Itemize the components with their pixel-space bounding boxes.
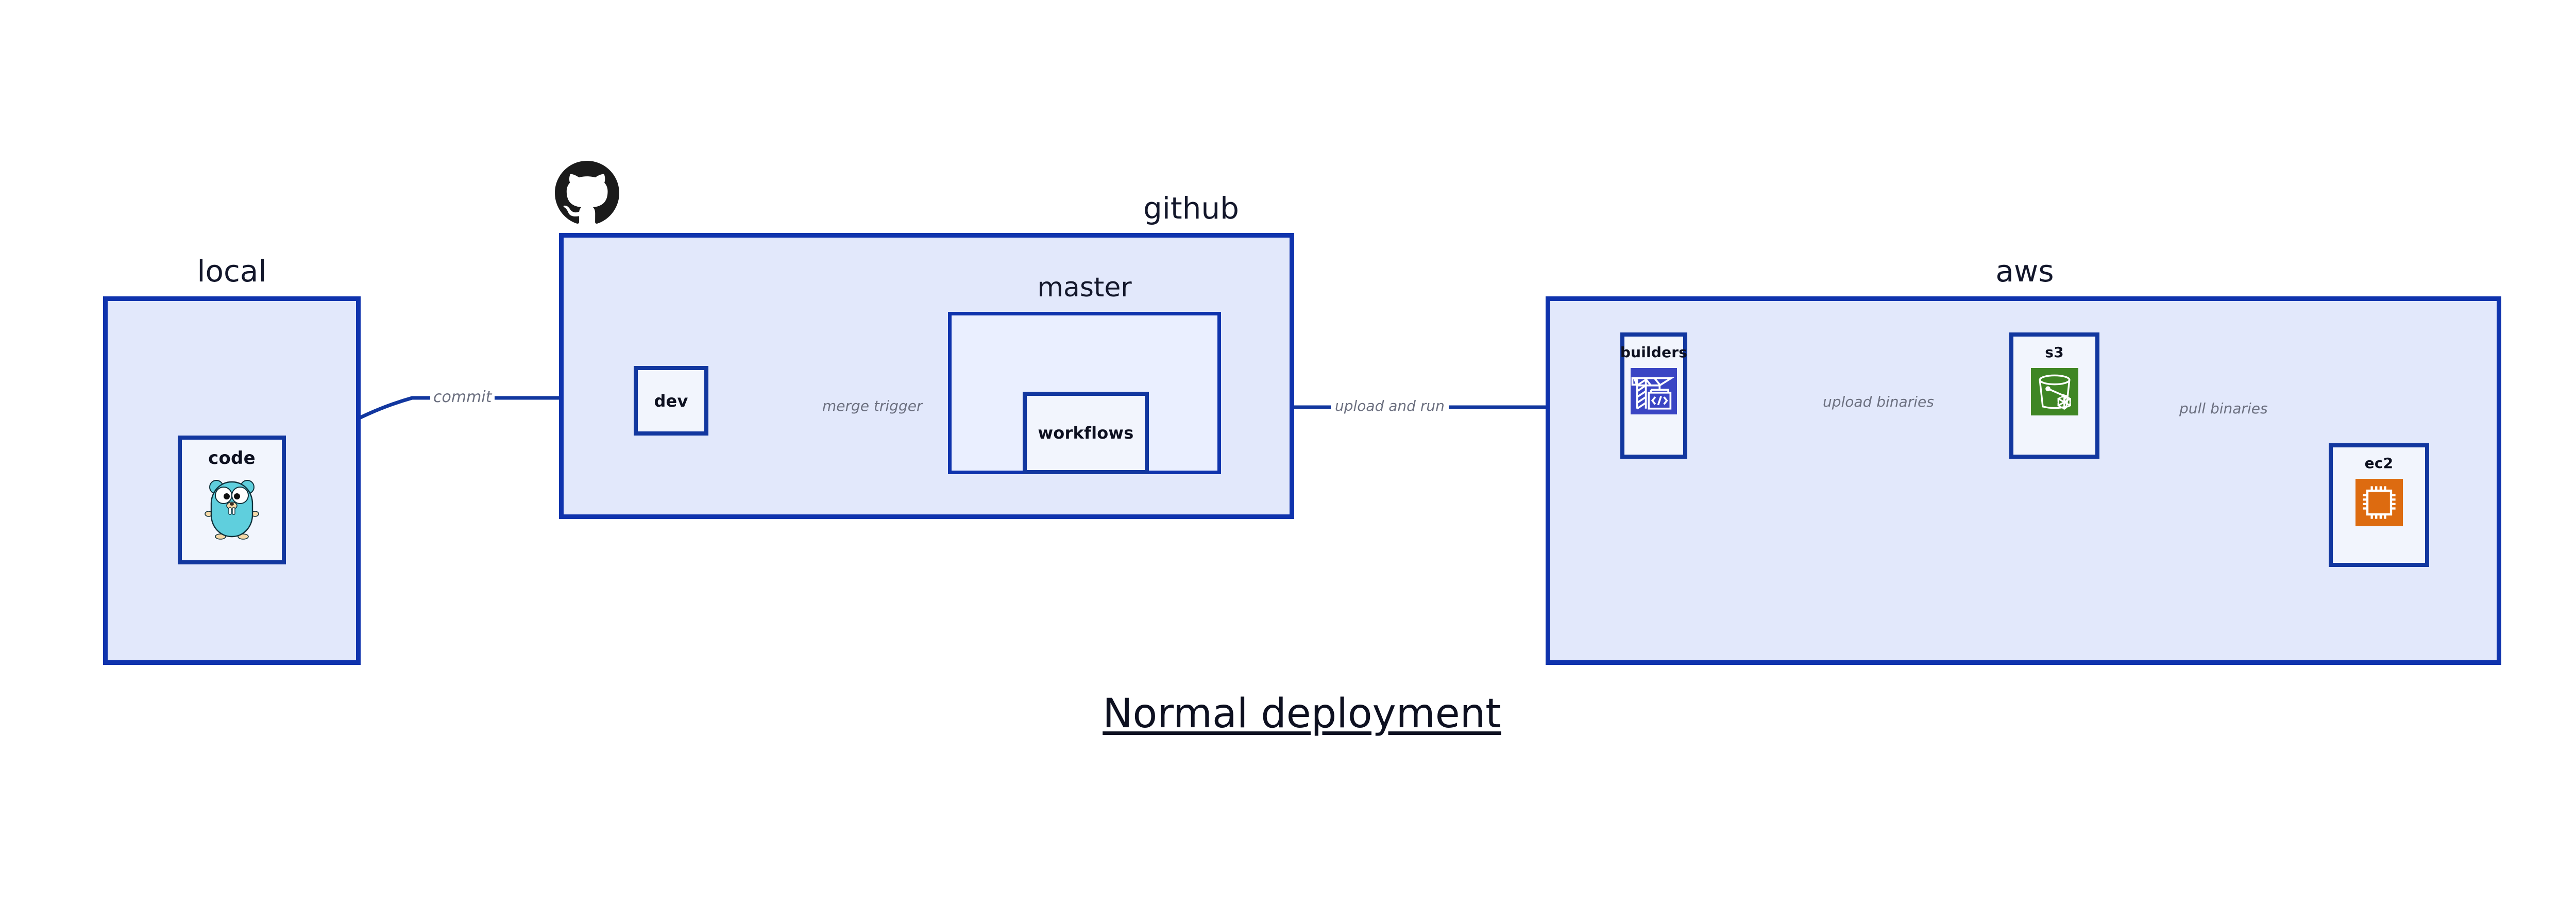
node-ec2[interactable]: ec2 — [2329, 443, 2429, 567]
edge-label-merge-trigger: merge trigger — [818, 397, 927, 415]
node-s3-label: s3 — [2045, 344, 2064, 361]
github-mark-icon — [555, 161, 619, 225]
s3-bucket-icon — [2030, 368, 2078, 417]
node-dev[interactable]: dev — [634, 366, 708, 436]
go-gopher-icon — [204, 475, 260, 542]
node-code-label: code — [208, 448, 256, 469]
node-builders-label: builders — [1620, 344, 1688, 361]
crane-code-icon — [1631, 368, 1677, 416]
node-workflows-label: workflows — [1038, 423, 1134, 443]
page-title: Normal deployment — [0, 691, 2576, 737]
node-dev-label: dev — [654, 391, 688, 411]
edge-label-upload-binaries: upload binaries — [1819, 393, 1938, 411]
edge-label-pull-binaries: pull binaries — [2175, 399, 2272, 418]
edge-label-commit: commit — [430, 388, 495, 407]
node-builders[interactable]: builders — [1620, 332, 1687, 459]
page-title-text: Normal deployment — [1103, 691, 1501, 737]
cluster-local-label: local — [197, 254, 267, 289]
cluster-github-label: github — [1143, 191, 1239, 226]
node-workflows[interactable]: workflows — [1023, 392, 1149, 474]
cluster-aws-label: aws — [1995, 254, 2054, 289]
node-code[interactable]: code — [178, 436, 286, 564]
cpu-chip-icon — [2355, 479, 2403, 528]
node-s3[interactable]: s3 — [2009, 332, 2099, 459]
edge-label-upload-and-run: upload and run — [1331, 397, 1449, 415]
cluster-master-label: master — [1037, 272, 1132, 303]
node-ec2-label: ec2 — [2364, 455, 2394, 472]
